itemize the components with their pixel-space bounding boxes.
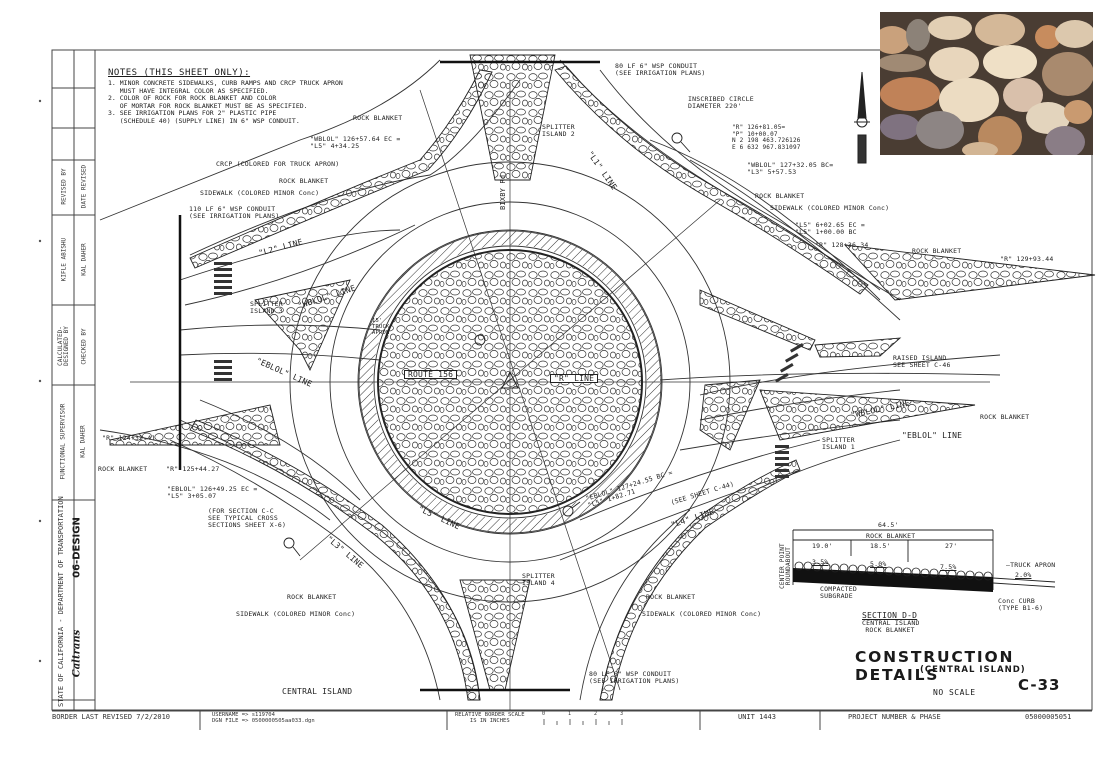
section-segment-2: 18.5' — [870, 542, 891, 550]
conduit-callout-left: 110 LF 6" WSP CONDUIT(SEE IRRIGATION PLA… — [189, 205, 280, 220]
rock-blanket-label: ROCK BLANKET — [980, 413, 1030, 421]
truck-apron-label: —TRUCK APRON — [1006, 561, 1056, 569]
crcp-label: CRCP (COLORED FOR TRUCK APRON) — [216, 160, 340, 168]
section-overall-dim: 64.5' — [878, 521, 899, 529]
calculated-designed-by-label: CALCULATED- DESIGNED BY — [57, 326, 70, 366]
wblol-right-station: "WBLOL" 127+32.05 BC="L3" 5+57.53 — [747, 161, 834, 176]
note-item: 1. MINOR CONCRETE SIDEWALKS, CURB RAMPS … — [108, 79, 343, 95]
sidewalk-label: SIDEWALK (COLORED MINOR Conc) — [236, 610, 356, 618]
bixby-rd-label: BIXBY Rd — [499, 174, 507, 210]
checker-name: KAL DAHER — [80, 243, 88, 276]
rock-blanket-label: ROCK BLANKET — [287, 593, 337, 601]
rock-blanket-label: ROCK BLANKET — [912, 247, 962, 255]
district-label: 06-DESIGN — [71, 517, 83, 578]
note-item: 2. COLOR OF ROCK FOR ROCK BLANKET AND CO… — [108, 94, 308, 110]
note-item: 3. SEE IRRIGATION PLANS FOR 2" PLASTIC P… — [108, 109, 300, 125]
l5-station-callout: "L5" 6+02.65 EC ="L5" 1+00.00 BC — [795, 221, 865, 236]
r-124-station: "R" 124+33.41 — [102, 434, 156, 442]
scale-tick-1: 1 — [568, 711, 572, 717]
supervisor-name: KAL DAHER — [79, 425, 87, 458]
wblol-top-station: "WBLOL" 126+57.64 EC ="L5" 4+34.25 — [310, 135, 401, 150]
rock-blanket-label: ROCK BLANKET — [279, 177, 329, 185]
sidewalk-label: SIDEWALK (COLORED MINOR Conc) — [200, 189, 320, 197]
conduit-callout-top: 80 LF 6" WSP CONDUIT(SEE IRRIGATION PLAN… — [615, 62, 706, 77]
eblol-east-line-label: "EBLOL" LINE — [902, 431, 963, 440]
project-number: 05000005051 — [1025, 713, 1072, 721]
rock-blanket-label: ROCK BLANKET — [755, 192, 805, 200]
section-segment-3: 27' — [945, 542, 958, 550]
r-line-label: "R" LINE — [550, 374, 599, 383]
notes-heading: NOTES (THIS SHEET ONLY): — [108, 68, 251, 78]
sidewalk-label: SIDEWALK (COLORED MINOR Conc) — [770, 204, 890, 212]
functional-supervisor-label: FUNCTIONAL SUPERVISOR — [59, 403, 67, 480]
conduit-callout-bottom: 80 LF 6" WSP CONDUIT(SEE IRRIGATION PLAN… — [589, 670, 680, 685]
scale-tick-2: 2 — [594, 711, 598, 717]
caltrans-logo: Caltrans — [71, 629, 83, 678]
apron-slope: 2.0% — [1015, 571, 1032, 579]
section-slope-1: 3.5% — [812, 558, 829, 566]
rock-blanket-label: ROCK BLANKET — [646, 593, 696, 601]
scale-tick-0: 0 — [542, 711, 546, 717]
central-island-label: CENTRAL ISLAND — [282, 687, 353, 696]
section-dd-title: SECTION D-D — [862, 611, 918, 620]
section-slope-3: 7.5% — [940, 563, 957, 571]
sheet-number: C-33 — [1018, 676, 1061, 694]
checked-by-label: CHECKED BY — [80, 328, 88, 365]
section-overall-label: ROCK BLANKET — [866, 532, 916, 540]
r-128-station: "R" 128+36.34 — [815, 241, 869, 249]
conc-curb-label: Conc CURB(TYPE B1-6) — [998, 597, 1044, 612]
date-revised-label: DATE REVISED — [80, 164, 88, 209]
sheet-title: CONSTRUCTION DETAILS — [855, 648, 1015, 684]
r-129-station: "R" 129+93.44 — [1000, 255, 1054, 263]
r-125-station: "R" 125+44.27 — [166, 465, 220, 473]
revised-by-label: REVISED BY — [60, 168, 68, 205]
notes-list: 1. MINOR CONCRETE SIDEWALKS, CURB RAMPS … — [108, 79, 343, 126]
section-segment-1: 19.0' — [812, 542, 833, 550]
border-revised-note: BORDER LAST REVISED 7/2/2010 — [52, 713, 171, 721]
sheet-subtitle: (CENTRAL ISLAND) — [920, 665, 1026, 675]
route-156-label: ROUTE 156 — [404, 370, 458, 379]
unit-label: UNIT 1443 — [738, 713, 776, 721]
designer-name: KIFLE ABISHU — [60, 237, 68, 282]
rock-texture-photo — [880, 12, 1093, 155]
eblol-left-station: "EBLOL" 126+49.25 EC ="L5" 3+05.07 — [167, 485, 258, 500]
rock-blanket-label: ROCK BLANKET — [353, 114, 403, 122]
scale-note: NO SCALE — [933, 688, 976, 697]
project-phase-label: PROJECT NUMBER & PHASE — [848, 713, 941, 721]
sidewalk-label: SIDEWALK (COLORED MINOR Conc) — [642, 610, 762, 618]
section-slope-2: 5.0% — [870, 560, 887, 568]
rock-blanket-label: ROCK BLANKET — [98, 465, 148, 473]
department-label: STATE OF CALIFORNIA - DEPARTMENT OF TRAN… — [57, 496, 65, 707]
scale-tick-3: 3 — [620, 711, 624, 717]
